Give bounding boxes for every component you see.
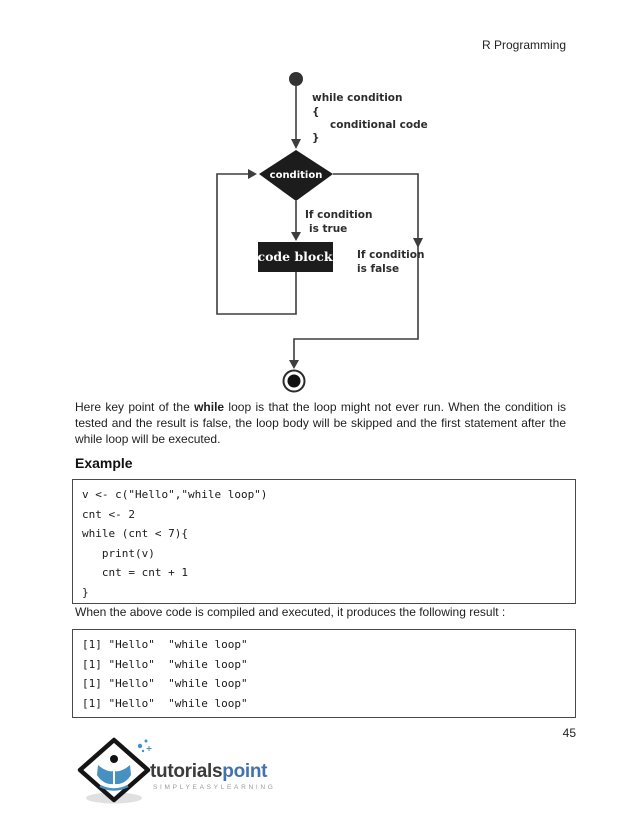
logo-sparkle-icon [141, 749, 145, 753]
flow-line-loop-back [216, 173, 297, 315]
condition-node-label: condition [270, 170, 323, 181]
code-line: v <- c("Hello","while loop") [82, 488, 268, 501]
code-block-node-label: code block [257, 249, 332, 264]
body-paragraph: Here key point of the while loop is that… [75, 399, 566, 447]
code-line: while (cnt < 7){ [82, 527, 188, 540]
output-line: [1] "Hello" "while loop" [82, 696, 248, 710]
result-intro-text: When the above code is compiled and exec… [75, 605, 506, 619]
logo-book-swoosh [99, 784, 129, 791]
logo-sparkle-icon [137, 743, 143, 749]
code-line: print(v) [82, 546, 155, 560]
code-line: cnt <- 2 [82, 507, 135, 521]
logo-book-right-page [115, 765, 131, 785]
arrowhead-loop-back-into-condition [248, 169, 257, 179]
logo-sparkle-plus-icon [146, 746, 152, 751]
while-loop-flowchart: while condition { conditional code } con… [216, 72, 428, 393]
flow-line-false-branch [293, 173, 419, 362]
example-code-box: v <- c("Hello","while loop") cnt <- 2 wh… [72, 479, 576, 604]
code-line: cnt = cnt + 1 [82, 566, 188, 579]
arrowhead-into-code-block [291, 232, 301, 241]
arrowhead-false-branch-down [413, 238, 423, 248]
logo-book-dot [110, 755, 118, 763]
pseudocode-line-4: } [312, 132, 319, 144]
logo-wordmark: tutorialspoint [150, 761, 268, 783]
paragraph-bold-keyword: while [194, 400, 225, 414]
pseudocode-line-2: { [312, 106, 319, 118]
code-line: } [82, 585, 89, 599]
logo-book-left-page [97, 765, 113, 785]
output-line: [1] "Hello" "while loop" [82, 638, 248, 651]
logo-brand-primary: tutorials [150, 761, 223, 782]
tutorialspoint-logo-icon [77, 737, 152, 804]
pseudocode-line-3: conditional code [330, 119, 428, 131]
end-node-icon [287, 374, 301, 388]
paragraph-text-before-bold: Here key point of the [75, 400, 195, 414]
condition-diamond-node [259, 150, 333, 201]
true-label-line-2: is true [309, 223, 347, 235]
example-heading: Example [75, 455, 133, 471]
false-label-line-1: If condition [357, 249, 424, 261]
arrowhead-into-condition [291, 139, 301, 149]
page-header-title: R Programming [481, 38, 566, 52]
output-line: [1] "Hello" "while loop" [82, 677, 248, 690]
logo-sparkle-icon [144, 739, 148, 743]
output-line: [1] "Hello" "while loop" [82, 657, 248, 671]
start-node-icon [289, 72, 303, 86]
logo-diamond [77, 737, 151, 803]
code-block-node [258, 242, 333, 272]
false-label-line-2: is false [357, 263, 399, 275]
output-box: [1] "Hello" "while loop" [1] "Hello" "wh… [72, 629, 576, 718]
logo-brand-secondary: point [222, 761, 268, 782]
logo-tagline: SIMPLYEASYLEARNING [153, 784, 276, 791]
pseudocode-line-1: while condition [312, 92, 403, 104]
true-label-line-1: If condition [305, 209, 372, 221]
arrowhead-into-end-node [289, 360, 299, 369]
page-number: 45 [562, 726, 576, 740]
paragraph-text-after-bold: loop is that the loop might not ever run… [75, 400, 566, 446]
